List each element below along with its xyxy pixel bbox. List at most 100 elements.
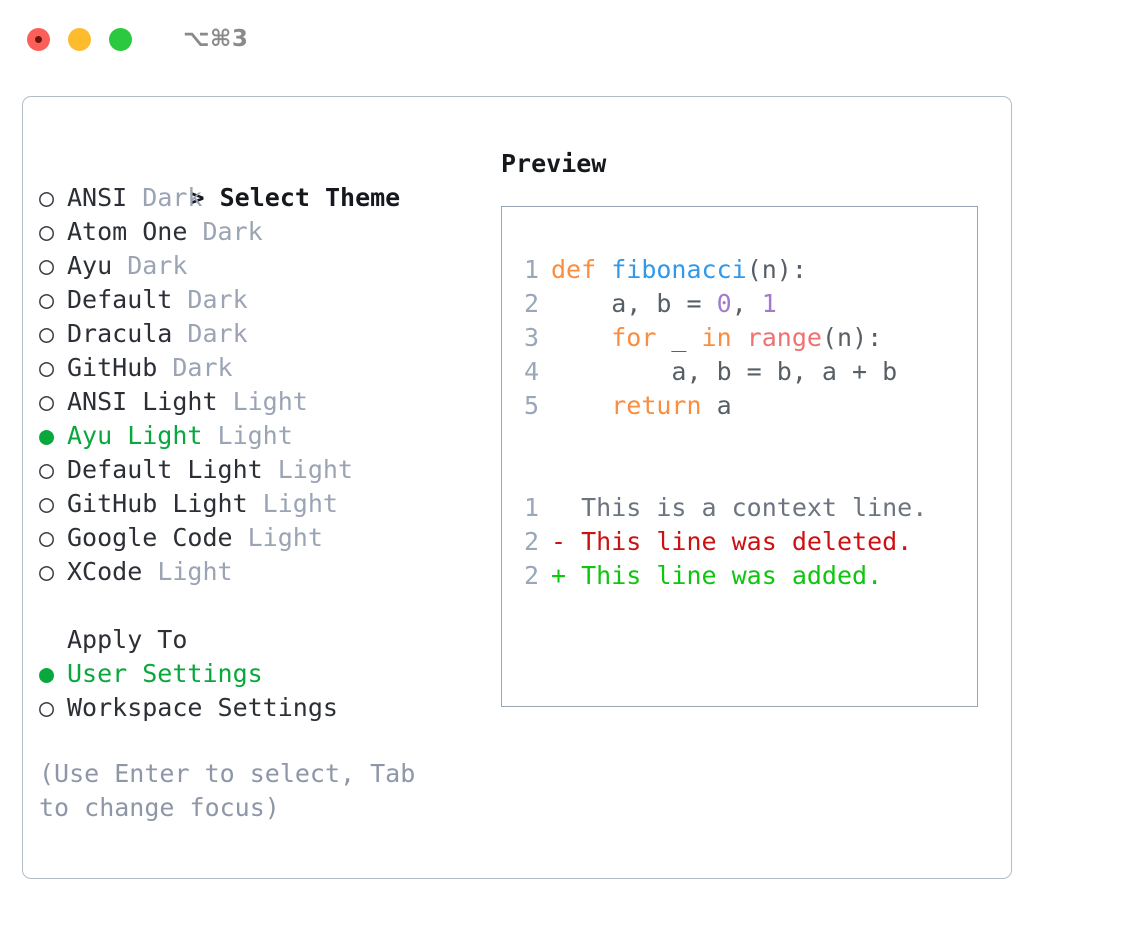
radio-unselected-icon[interactable]: ○ [39, 489, 55, 518]
radio-unselected-icon[interactable]: ○ [39, 217, 55, 246]
diff-line: 2 - This line was deleted. [502, 525, 977, 559]
code-token: a [701, 391, 732, 420]
code-token: fibonacci [611, 255, 747, 284]
traffic-light-group [27, 27, 132, 51]
code-line: 3 for _ in range(n): [502, 321, 977, 355]
preview-diff-block: 1 This is a context line.2- This line wa… [502, 491, 977, 593]
theme-list-item[interactable]: ○ Ayu Dark [39, 249, 489, 283]
diff-line: 1 This is a context line. [502, 491, 977, 525]
theme-name-label: GitHub Light [67, 489, 248, 518]
main-panel: > Select Theme ○ANSI Dark○Atom One Dark○… [22, 96, 1012, 879]
diff-line-text: This is a context line. [551, 493, 928, 522]
diff-line-number: 1 [523, 493, 539, 522]
close-window-button[interactable] [27, 27, 50, 51]
code-token: a, b = b, a + b [551, 357, 898, 386]
diff-line-text: + This line was added. [551, 561, 883, 590]
diff-line-text: - This line was deleted. [551, 527, 913, 556]
theme-variant-label: Light [142, 557, 233, 586]
apply-to-item[interactable]: ●User Settings [39, 657, 489, 691]
diff-line-number: 2 [523, 527, 539, 556]
code-line: 4 a, b = b, a + b [502, 355, 977, 389]
radio-unselected-icon[interactable]: ○ [39, 557, 55, 586]
theme-list-item[interactable]: ○Default Light Light [39, 453, 489, 487]
theme-list-item[interactable]: ○ ANSI Light Light [39, 385, 489, 419]
theme-name-label: ANSI [67, 183, 128, 212]
apply-to-header-marker-placeholder: ○ [39, 623, 67, 657]
select-theme-header: > Select Theme [189, 183, 401, 212]
theme-variant-label: Light [232, 523, 323, 552]
radio-unselected-icon[interactable]: ○ [39, 353, 55, 382]
theme-variant-label: Dark [112, 251, 188, 280]
code-line-number: 5 [523, 391, 539, 420]
theme-name-label: Google Code [67, 523, 233, 552]
code-token: , [731, 289, 762, 318]
apply-to-item[interactable]: ○Workspace Settings [39, 691, 489, 725]
theme-list-item[interactable]: ○Default Dark [39, 283, 489, 317]
theme-variant-label: Dark [187, 217, 263, 246]
code-blank-line [502, 423, 977, 457]
code-token: (n): [746, 255, 807, 284]
theme-list-item[interactable]: ○ Google Code Light [39, 521, 489, 555]
preview-title: Preview [501, 149, 607, 178]
theme-name-label: ANSI Light [67, 387, 218, 416]
code-line: 5 return a [502, 389, 977, 423]
theme-name-label: Dracula [67, 319, 173, 348]
theme-list-item[interactable]: ○ Atom One Dark [39, 215, 489, 249]
diff-line-number: 2 [523, 561, 539, 590]
radio-unselected-icon[interactable]: ○ [39, 251, 55, 280]
code-token: 0 [716, 289, 732, 318]
code-line-number: 3 [523, 323, 539, 352]
theme-name-label: Default Light [67, 455, 263, 484]
radio-unselected-icon[interactable]: ○ [39, 285, 55, 314]
theme-variant-label: Dark [127, 183, 203, 212]
code-line: 2 a, b = 0, 1 [502, 287, 977, 321]
apply-to-list: ●User Settings○Workspace Settings [39, 657, 489, 725]
zoom-window-button[interactable] [109, 27, 132, 51]
minimize-window-button[interactable] [68, 27, 91, 51]
theme-list-item[interactable]: ○ ANSI Dark [39, 181, 489, 215]
theme-name-label: Atom One [67, 217, 188, 246]
theme-name-label: Default [67, 285, 173, 314]
radio-unselected-icon[interactable]: ○ [39, 319, 55, 348]
section-spacer [39, 589, 489, 623]
diff-line: 2 + This line was added. [502, 559, 977, 593]
code-token: (n): [821, 323, 883, 352]
code-token [551, 323, 611, 352]
code-token: range [746, 323, 822, 352]
theme-name-label: Ayu [67, 251, 113, 280]
theme-list: ○ ANSI Dark ○ Atom One Dark ○ Ayu Dark ○ Defaul… [39, 181, 489, 589]
theme-list-item[interactable]: ○GitHub Light Light [39, 487, 489, 521]
window-titlebar: ⌥⌘3 [0, 0, 1140, 78]
code-token [551, 391, 611, 420]
radio-unselected-icon[interactable]: ○ [39, 523, 55, 552]
theme-list-item[interactable]: ●Ayu Light Light [39, 419, 489, 453]
radio-unselected-icon[interactable]: ○ [39, 455, 55, 484]
code-token: _ [656, 323, 702, 352]
radio-selected-icon[interactable]: ● [39, 659, 55, 688]
theme-name-label: Ayu Light [67, 421, 203, 450]
theme-list-item[interactable]: ○ Dracula Dark [39, 317, 489, 351]
code-token [732, 323, 747, 352]
theme-variant-label: Dark [157, 353, 233, 382]
theme-selection-column: > Select Theme ○ANSI Dark○Atom One Dark○… [39, 147, 489, 825]
keyboard-shortcut-label: ⌥⌘3 [183, 26, 249, 52]
theme-list-item[interactable]: ○ XCode Light [39, 555, 489, 589]
code-token: 1 [761, 289, 777, 318]
theme-list-item[interactable]: ○ GitHub Dark [39, 351, 489, 385]
theme-variant-label: Light [217, 387, 308, 416]
radio-unselected-icon[interactable]: ○ [39, 183, 55, 212]
radio-selected-icon[interactable]: ● [39, 421, 55, 450]
theme-name-label: GitHub [67, 353, 158, 382]
theme-name-label: XCode [67, 557, 143, 586]
radio-unselected-icon[interactable]: ○ [39, 693, 55, 722]
apply-to-header-label: Apply To [67, 625, 188, 654]
radio-unselected-icon[interactable]: ○ [39, 387, 55, 416]
code-line-number: 2 [523, 289, 539, 318]
code-token: for [611, 323, 657, 352]
theme-variant-label: Dark [172, 319, 248, 348]
